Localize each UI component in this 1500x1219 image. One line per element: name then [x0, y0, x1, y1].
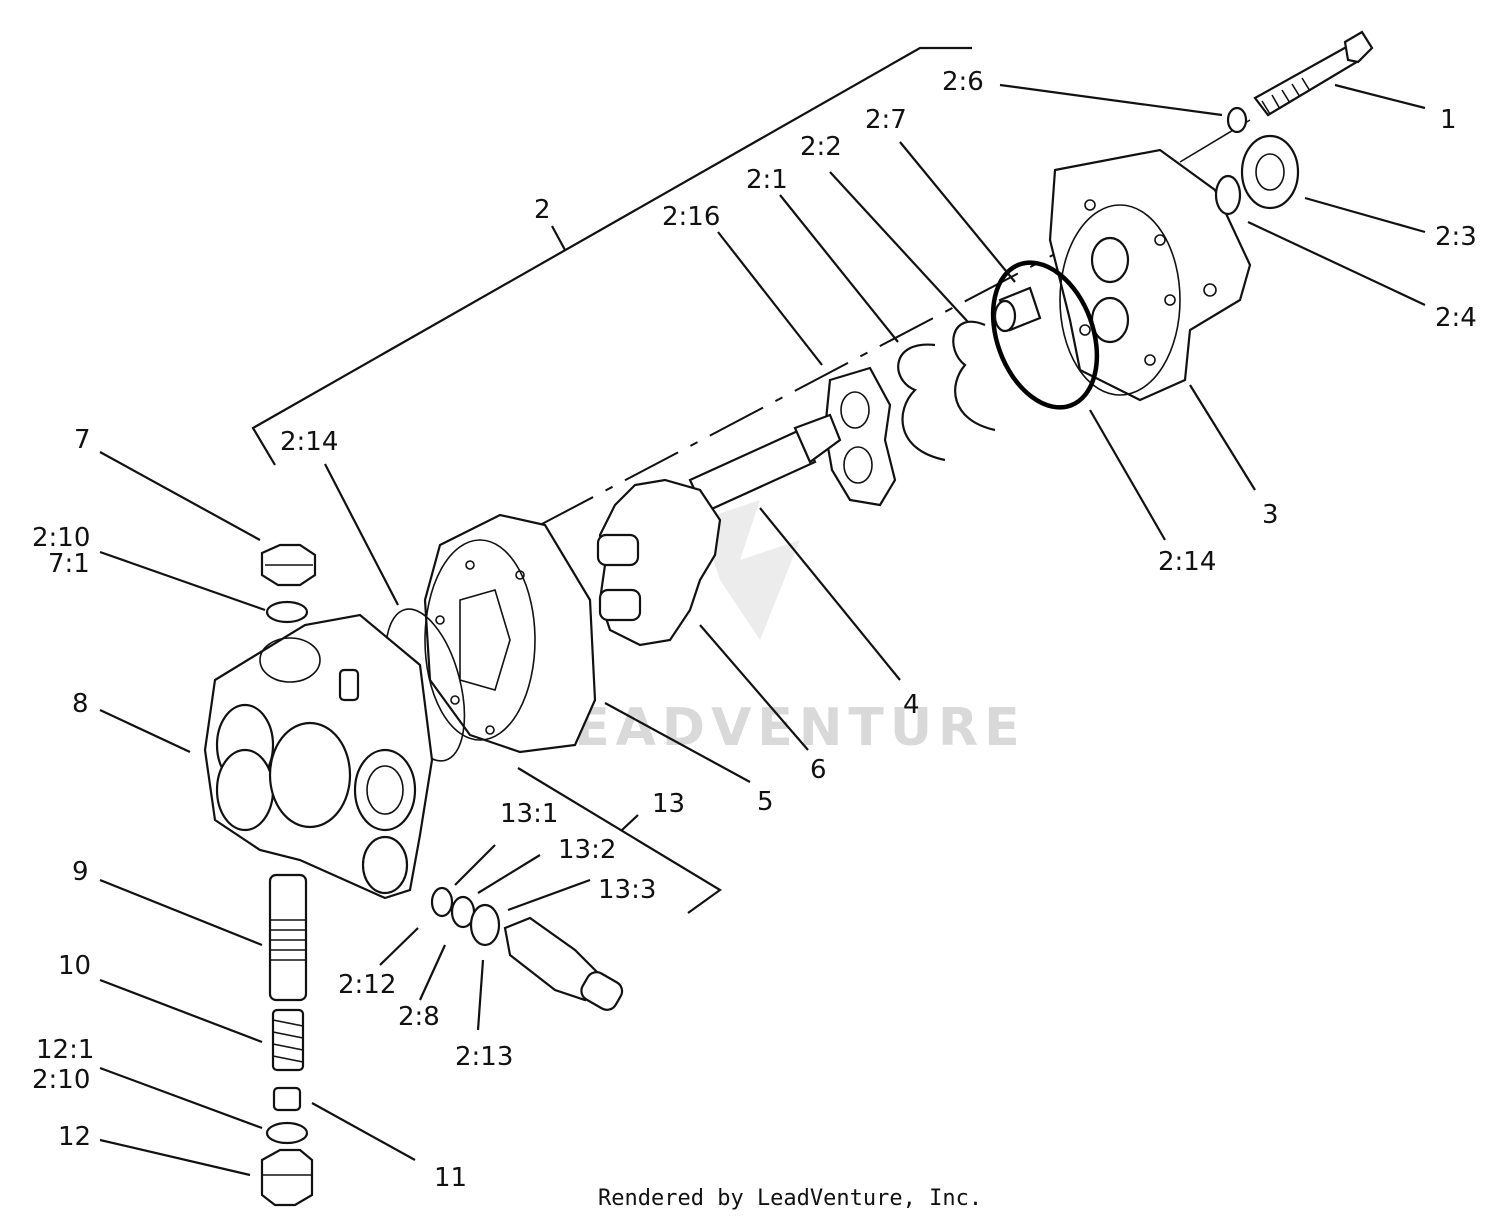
- label-2-13: 2:13: [455, 1042, 513, 1072]
- group-2-bracket: [251, 46, 972, 466]
- part-6-gears: [596, 478, 722, 647]
- label-2-4: 2:4: [1435, 303, 1477, 333]
- label-6: 6: [810, 755, 827, 785]
- label-2-10-bottom: 2:10: [32, 1065, 90, 1095]
- label-2-14-right: 2:14: [1158, 547, 1216, 577]
- part-2-16-wear-plate: [823, 366, 897, 507]
- part-10-spring: [271, 1008, 305, 1072]
- label-13-2: 13:2: [558, 835, 616, 865]
- footer-credit: Rendered by LeadVenture, Inc.: [598, 1186, 982, 1211]
- part-3-cover-plate: [1048, 148, 1252, 402]
- part-2-13-o-ring: [469, 903, 501, 947]
- part-11-spring: [272, 1086, 302, 1112]
- label-13: 13: [652, 789, 685, 819]
- label-3: 3: [1262, 500, 1279, 530]
- label-9: 9: [72, 857, 89, 887]
- label-8: 8: [72, 689, 89, 719]
- label-2-10-top: 2:10: [32, 523, 90, 553]
- label-2: 2: [534, 195, 551, 225]
- label-2-8: 2:8: [398, 1002, 440, 1032]
- label-2-12: 2:12: [338, 970, 396, 1000]
- part-2-4-ring: [1214, 174, 1242, 216]
- label-4: 4: [903, 690, 920, 720]
- leader-13: [621, 814, 639, 831]
- part-5-gear-housing: [423, 513, 597, 754]
- label-12-1: 12:1: [36, 1035, 94, 1065]
- label-7-1: 7:1: [48, 549, 90, 579]
- part-2-3-seal: [1240, 134, 1300, 210]
- label-2-7: 2:7: [865, 105, 907, 135]
- part-13-relief-valve: [503, 916, 624, 1011]
- part-2-14-o-ring: [990, 260, 1100, 410]
- label-13-3: 13:3: [598, 875, 656, 905]
- label-2-6: 2:6: [942, 67, 984, 97]
- center-axis-line: [539, 224, 1111, 526]
- part-9-spool: [268, 873, 308, 1002]
- callout-labels: 1 2 3 4 5 6 7 8 9 10 11 12 13 2:1 2:2 2:…: [32, 67, 1477, 1193]
- label-2-1: 2:1: [746, 165, 788, 195]
- label-11: 11: [434, 1163, 467, 1193]
- group-13-bracket: [517, 767, 722, 914]
- label-2-3: 2:3: [1435, 222, 1477, 252]
- part-2-1-seal: [897, 343, 946, 462]
- leader-2: [551, 225, 566, 251]
- leader-lines: [99, 83, 1426, 1177]
- label-2-2: 2:2: [800, 132, 842, 162]
- part-8-valve-body: [203, 613, 434, 900]
- part-1-bolt: [1179, 30, 1374, 163]
- label-2-14-left: 2:14: [280, 427, 338, 457]
- part-7-1-o-ring: [265, 600, 309, 624]
- part-2-6-washer: [1226, 106, 1248, 134]
- part-2-12-o-ring: [430, 886, 454, 918]
- part-4-drive-shaft: [688, 413, 842, 514]
- part-7-plug: [260, 543, 317, 587]
- label-13-1: 13:1: [500, 799, 558, 829]
- part-12-plug: [260, 1148, 314, 1207]
- label-5: 5: [757, 787, 774, 817]
- part-2-7-bushing: [993, 286, 1042, 333]
- label-7: 7: [74, 425, 91, 455]
- label-10: 10: [58, 951, 91, 981]
- label-1: 1: [1440, 105, 1457, 135]
- part-2-2-seal: [952, 320, 996, 432]
- watermark-text: LEADVENTURE: [535, 698, 1026, 758]
- part-12-1-o-ring: [265, 1121, 309, 1145]
- label-2-16: 2:16: [662, 202, 720, 232]
- label-12: 12: [58, 1122, 91, 1152]
